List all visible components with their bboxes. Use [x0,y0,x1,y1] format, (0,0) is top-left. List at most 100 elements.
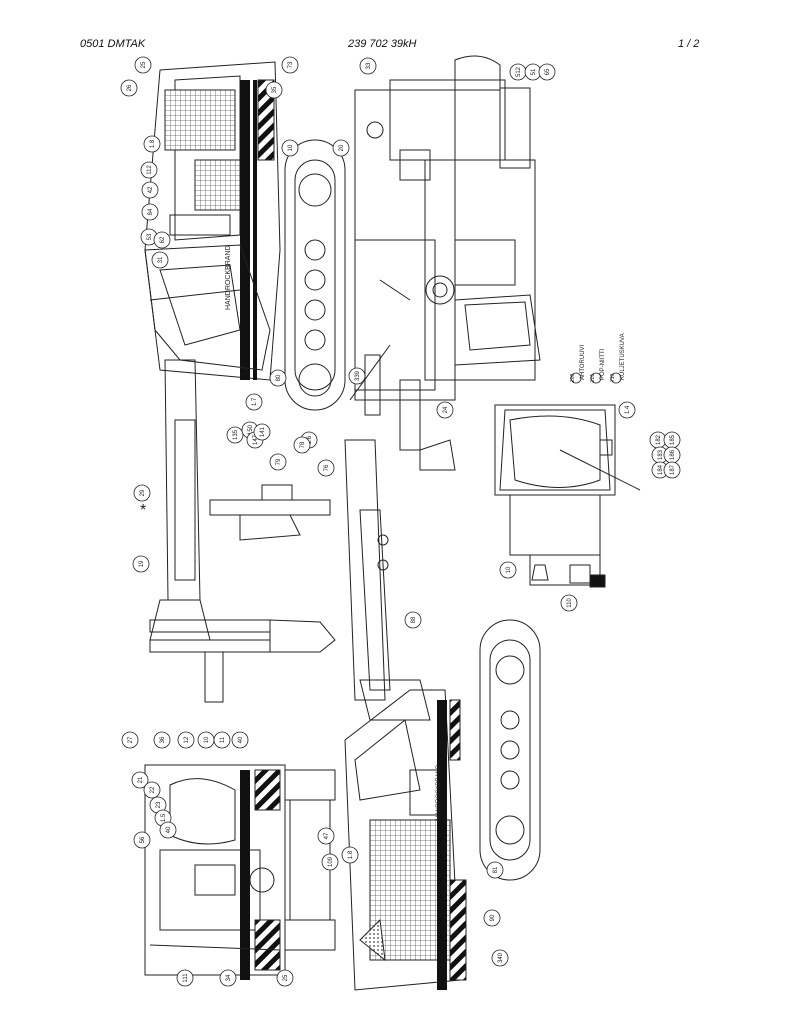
balloon-number: 34 [226,974,232,981]
balloon-callout: 47 [317,827,335,845]
balloon-circle [141,203,159,221]
legend-0-text: AHTORUUVI [580,344,586,380]
balloon-circle [341,846,359,864]
asterisk-mark: * [358,375,364,392]
balloon-callout: 135 [226,426,244,444]
balloon-number: 1.4 [625,405,631,414]
balloon-circle [276,969,294,987]
balloon-callout: 1.8 [143,135,161,153]
balloon-callout: 1.8 [341,846,359,864]
balloon-circle [269,453,287,471]
bottom-right-machine-view [344,619,541,991]
balloon-number: 12 [184,736,190,743]
balloon-circle [134,56,152,74]
balloon-callout: 111 [176,969,194,987]
balloon-number: 512 [516,66,522,77]
balloon-number: 62 [160,236,166,243]
balloon-callout: 40 [231,731,249,749]
asterisk-mark: * [140,502,146,519]
balloon-circle [269,369,287,387]
balloon-number: 65 [545,68,551,75]
balloon-circle [153,731,171,749]
balloon-number: 150 [248,424,254,435]
balloon-callout: 25 [134,56,152,74]
balloon-callout: 42 [141,181,159,199]
balloon-circle [359,57,377,75]
legend-1-text: POP-NIITTI [600,348,606,380]
balloon-number: 10 [204,736,210,743]
balloon-callout: 19 [132,555,150,573]
balloon-circle [120,79,138,97]
balloon-callout: 10 [499,561,517,579]
balloon-circle [141,181,159,199]
brand-label-top: HANDROCKBRAND [225,245,232,310]
balloon-number: 186 [670,449,676,460]
part-number: 239 702 39kH [348,38,417,50]
balloon-number: 23 [156,801,162,808]
balloon-number: 184 [658,464,664,475]
balloon-circle [159,821,177,839]
balloon-circle [151,251,169,269]
balloon-number: 339 [355,370,361,381]
balloon-circle [121,731,139,749]
balloon-number: 76 [324,464,330,471]
balloon-callout: 10 [197,731,215,749]
balloon-number: 27 [128,736,134,743]
balloon-number: 1.8 [348,850,354,859]
balloon-callout: 35 [265,81,283,99]
balloon-number: 78 [300,441,306,448]
balloon-callout: 185 [663,431,681,449]
balloon-number: 187 [670,464,676,475]
legend: AHTORUUVI 208 POP-NIITTI 201 KULJETUSKUV… [570,333,626,384]
balloon-circle [177,731,195,749]
balloon-callout: 33 [359,57,377,75]
balloon-circle [219,969,237,987]
balloon-callout: 36 [153,731,171,749]
balloon-callout: 109 [321,853,339,871]
balloon-number: 21 [138,776,144,783]
balloon-number: 185 [670,434,676,445]
balloon-number: 33 [366,62,372,69]
balloon-number: 109 [328,856,334,867]
balloon-circle [618,401,636,419]
balloon-callout: 65 [538,63,556,81]
balloon-circle [133,484,151,502]
balloon-number: 1.5 [161,813,167,822]
balloon-callout: 187 [663,461,681,479]
balloon-circle [560,594,578,612]
balloon-circle [253,423,271,441]
balloon-callout: 340 [491,949,509,967]
balloon-callout: 26 [120,79,138,97]
balloon-number: 29 [140,489,146,496]
balloon-number: 36 [160,736,166,743]
balloon-number: 1.7 [252,397,258,406]
balloon-number: 11 [220,736,226,743]
balloon-circle [153,231,171,249]
balloon-callout: 73 [281,56,299,74]
balloon-callout: 22 [143,781,161,799]
balloon-callout: 62 [153,231,171,249]
balloon-callout: 110 [560,594,578,612]
legend-0-code: 208 [570,373,576,382]
page-number: 1 / 2 [678,38,700,50]
balloon-callout: 1.4 [618,401,636,419]
balloon-circle [348,367,366,385]
balloon-circle [486,861,504,879]
balloon-circle [132,555,150,573]
balloon-circle [231,731,249,749]
balloon-circle [317,459,335,477]
balloon-callout: 88 [404,611,422,629]
legend-2-code: 710 [610,373,616,382]
balloon-number: 90 [490,914,496,921]
balloon-circle [332,139,350,157]
brand-label-bottom: HANDROCKBRAND [436,764,442,820]
balloon-number: 1.8 [150,139,156,148]
legend-2-text: KULJETUSKUVA [620,333,626,380]
balloon-number: 26 [127,84,133,91]
balloon-number: 42 [148,186,154,193]
balloon-circle [213,731,231,749]
balloon-callout: 339 [348,367,366,385]
balloon-number: 112 [147,165,153,175]
